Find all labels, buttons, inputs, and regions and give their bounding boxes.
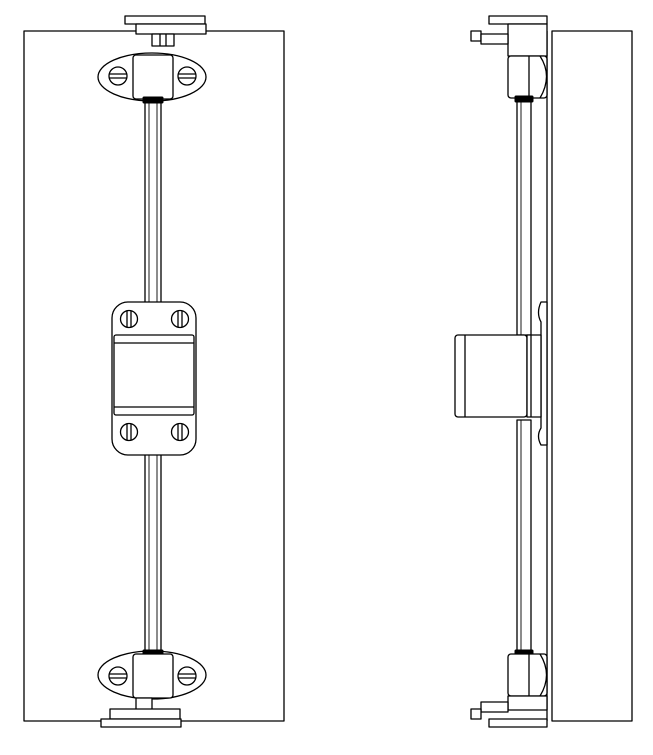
front-center-gearbox [111, 301, 197, 456]
front-top-keep [124, 15, 207, 47]
front-bottom-guide [97, 649, 207, 700]
screw-icon [177, 666, 197, 686]
side-bottom-keep [470, 695, 548, 728]
side-view [454, 15, 633, 728]
front-top-guide [97, 52, 207, 104]
front-bottom-keep [100, 697, 182, 728]
screw-icon [177, 66, 197, 86]
side-door-panel [551, 30, 633, 722]
side-center-gearbox [454, 301, 548, 446]
screw-icon [108, 666, 128, 686]
screw-icon [170, 309, 190, 329]
screw-icon [108, 66, 128, 86]
screw-icon [119, 422, 139, 442]
screw-icon [119, 309, 139, 329]
side-top-keep [470, 15, 548, 57]
screw-icon [170, 422, 190, 442]
side-top-guide [507, 55, 548, 103]
front-upper-rod [144, 99, 162, 311]
side-upper-rod [516, 99, 532, 336]
side-bottom-guide [507, 649, 548, 697]
front-view [23, 15, 285, 728]
front-lower-rod [144, 449, 162, 654]
side-lower-rod [516, 419, 532, 654]
